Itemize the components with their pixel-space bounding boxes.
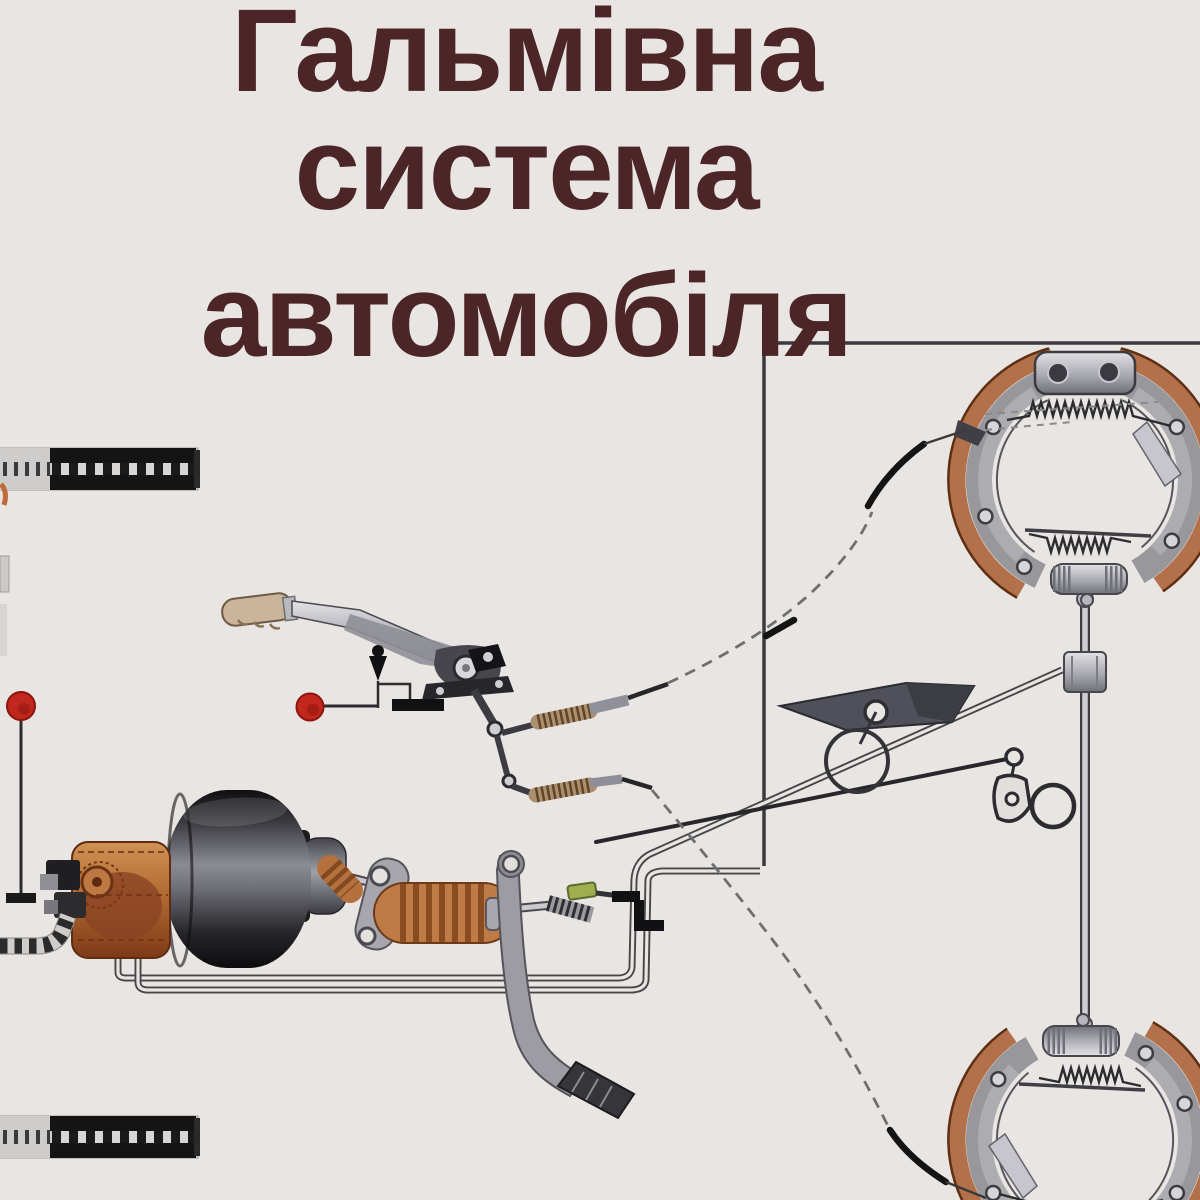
adjuster-coil-lower-ribs xyxy=(534,777,592,803)
return-spring-coils xyxy=(545,895,595,923)
marker-step-line xyxy=(378,682,412,701)
pedal-pad-ribs xyxy=(571,1071,613,1108)
cable-sleeve-lower xyxy=(886,1126,950,1186)
caliper-edge-hints xyxy=(0,482,10,656)
leader-dashes xyxy=(984,401,1159,415)
pushrod-boot-small xyxy=(317,855,363,903)
cable-lever-tip xyxy=(954,420,986,446)
body-frame-outline xyxy=(762,341,1200,866)
cable-end-pivot xyxy=(1004,747,1024,767)
reservoir-boss-center xyxy=(92,877,102,887)
union-nut xyxy=(40,874,58,890)
front-cable-rod xyxy=(594,756,1014,844)
cable-stub-lower xyxy=(621,776,653,791)
callout-foot xyxy=(6,893,36,903)
link-plate-hole-bottom xyxy=(357,926,377,946)
adjuster-sleeve-lower xyxy=(589,774,623,788)
cable-stub-upper xyxy=(627,681,669,701)
cylinder-seams xyxy=(76,851,168,941)
front-disc-bottom xyxy=(0,1116,200,1158)
cable-end-lower xyxy=(945,1180,987,1200)
adjuster-fork xyxy=(501,721,537,736)
brake-pipes xyxy=(114,666,1064,994)
cable-end-upper xyxy=(923,428,967,446)
grip-grooves xyxy=(236,619,281,630)
adjuster-coil-upper xyxy=(530,703,598,730)
flange-bolt xyxy=(495,680,503,688)
lever-arm-body xyxy=(344,614,462,670)
cable-sleeve-small xyxy=(762,616,798,640)
ratchet-hole xyxy=(483,652,493,662)
booster-highlight xyxy=(183,797,287,827)
pedal-bracket-leg xyxy=(634,900,644,924)
cable-sleeve-upper xyxy=(864,440,928,510)
pedal-bracket-bar xyxy=(612,891,640,902)
reservoir-boss-ring xyxy=(76,861,124,909)
caliper-hint xyxy=(0,555,10,593)
eyelet-hole xyxy=(1004,791,1020,807)
pedal-linkage xyxy=(317,850,664,1120)
tee-fitting xyxy=(1063,651,1107,693)
flex-hose-bands xyxy=(0,913,76,954)
guide-bracket-shade xyxy=(906,683,974,722)
callout-front xyxy=(6,691,36,903)
link-plate-hole-top xyxy=(369,865,391,887)
link-rod xyxy=(494,735,510,775)
marker-foot xyxy=(392,699,444,711)
callout-dot-shade xyxy=(307,704,319,716)
cable-pulley xyxy=(824,728,890,794)
plumb-marker-cone xyxy=(369,656,387,681)
front-disc-top xyxy=(0,448,200,490)
union-fitting-lower xyxy=(54,892,86,918)
rear-drum-top-extras xyxy=(954,401,1159,446)
handbrake-lever xyxy=(221,592,517,789)
title-line-1: Гальмівна система xyxy=(231,0,823,235)
caliper-hose-hint xyxy=(0,482,8,506)
adjuster-sleeve-upper xyxy=(588,694,630,715)
mount-flange xyxy=(422,676,514,700)
union-nut-lower xyxy=(44,900,58,914)
clevis-joint xyxy=(501,773,517,789)
link-joint xyxy=(486,720,504,738)
page-title: Гальмівна система автомобіля xyxy=(0,0,1052,375)
pivot-pin-center xyxy=(462,664,470,672)
booster-master-cylinder xyxy=(0,790,370,968)
retainer-ring xyxy=(1029,782,1077,830)
plumb-marker-ball xyxy=(372,645,384,657)
brake-pedal-arm xyxy=(495,855,584,1098)
brake-pipe-rear-core xyxy=(116,668,1063,980)
callout-handbrake xyxy=(295,645,444,722)
rear-cable-lower xyxy=(650,789,890,1127)
cable-equalizer xyxy=(594,681,1077,844)
brake-pipe-front-core xyxy=(136,869,760,992)
handbrake-cables xyxy=(650,428,987,1200)
callout-dot-shade xyxy=(18,703,30,715)
vacuum-booster xyxy=(165,790,311,968)
leader-dashes xyxy=(984,421,1073,431)
flange-bolt xyxy=(436,687,444,695)
handbrake-cable-adjusters xyxy=(501,681,669,803)
pedal-pivot-hole xyxy=(501,854,521,874)
title-line-2: автомобіля xyxy=(200,250,854,382)
caliper-hint xyxy=(0,604,7,656)
pedal-pad xyxy=(556,1060,636,1120)
pedal-bracket-foot xyxy=(634,920,664,931)
pulley-axle xyxy=(858,711,878,745)
lever-link xyxy=(470,687,498,727)
stop-switch-fitting xyxy=(566,881,598,901)
